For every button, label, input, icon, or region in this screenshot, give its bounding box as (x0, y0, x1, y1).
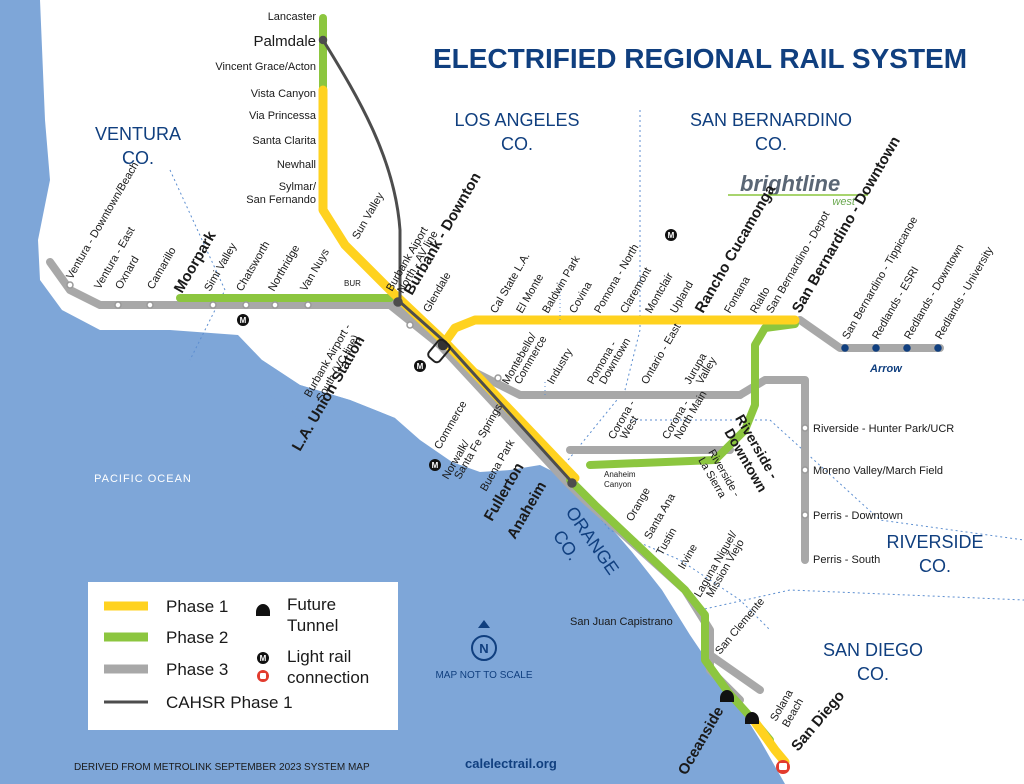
legend-tunnel-1: Future (287, 595, 336, 614)
station-newhall: Newhall (277, 159, 316, 171)
tunnel-icon (720, 690, 734, 702)
legend-phase3: Phase 3 (166, 660, 228, 679)
county-riverside: RIVERSIDE (886, 532, 983, 552)
legend-phase1: Phase 1 (166, 597, 228, 616)
legend-cahsr: CAHSR Phase 1 (166, 693, 293, 712)
legend-phase2: Phase 2 (166, 628, 228, 647)
station-sylmar-1: Sylmar/ (279, 181, 317, 193)
brightline-text: brightline (740, 171, 840, 196)
union-station-marker (427, 338, 451, 364)
svg-text:M: M (432, 461, 439, 470)
station-moreno: Moreno Valley/March Field (813, 465, 943, 477)
coast-peninsula (262, 360, 405, 455)
lightrail-icon: M (237, 314, 249, 326)
tunnel-icon (745, 712, 759, 724)
map-title: ELECTRIFIED REGIONAL RAIL SYSTEM (433, 43, 967, 74)
station-vincent: Vincent Grace/Acton (215, 61, 316, 73)
county-la: LOS ANGELES (454, 110, 579, 130)
lightrail-icon: M (414, 360, 426, 372)
ocean-label: PACIFIC OCEAN (94, 473, 192, 485)
county-ventura: VENTURA (95, 124, 181, 144)
station-perris-dt: Perris - Downtown (813, 510, 903, 522)
footer-source: DERIVED FROM METROLINK SEPTEMBER 2023 SY… (74, 762, 370, 773)
scale-note: MAP NOT TO SCALE (435, 670, 532, 681)
svg-text:M: M (260, 654, 267, 663)
av-line-labels: Lancaster Palmdale Vincent Grace/Acton V… (215, 11, 317, 206)
horizontal-station-labels: Anaheim Canyon Riverside - Hunter Park/U… (570, 423, 954, 628)
legend: Phase 1 Phase 2 Phase 3 CAHSR Phase 1 Fu… (88, 582, 398, 730)
arrow-logo: Arrow (869, 363, 903, 375)
footer-url[interactable]: calelectrail.org (465, 756, 557, 771)
county-sb-co: CO. (755, 134, 787, 154)
bur-label: BUR (344, 279, 361, 288)
station-sjc: San Juan Capistrano (570, 616, 673, 628)
svg-text:M: M (240, 316, 247, 325)
brightline-west: west (832, 196, 856, 208)
svg-text:M: M (417, 362, 424, 371)
legend-lightrail-2: connection (287, 668, 369, 687)
legend-tunnel-2: Tunnel (287, 616, 338, 635)
station-vista: Vista Canyon (251, 88, 316, 100)
station-anaheim-c-2: Canyon (604, 480, 632, 489)
station-riv-hp: Riverside - Hunter Park/UCR (813, 423, 954, 435)
trolley-icon (257, 670, 269, 682)
county-sd-co: CO. (857, 664, 889, 684)
station-perris-s: Perris - South (813, 554, 880, 566)
station-santaclarita: Santa Clarita (252, 135, 316, 147)
lightrail-icon: M (665, 229, 677, 241)
lightrail-icon: M (429, 459, 441, 471)
tunnel-icon (256, 604, 270, 616)
connectors (544, 280, 561, 395)
station-sylmar-2: San Fernando (246, 194, 316, 206)
brightline-logo: brightline west (728, 171, 868, 208)
station-dots (66, 35, 942, 519)
compass-icon: N (471, 620, 497, 661)
county-borders (169, 110, 1024, 631)
trolley-icon (776, 760, 790, 774)
compass-letter: N (479, 641, 488, 656)
station-via: Via Princessa (249, 110, 317, 122)
station-anaheim-c-1: Anaheim (604, 470, 636, 479)
legend-lightrail-1: Light rail (287, 647, 351, 666)
cahsr-line (321, 38, 572, 482)
county-la-co: CO. (501, 134, 533, 154)
svg-text:M: M (668, 231, 675, 240)
lightrail-icon: M (257, 652, 269, 664)
county-sd: SAN DIEGO (823, 640, 923, 660)
county-sb: SAN BERNARDINO (690, 110, 852, 130)
county-ventura-co: CO. (122, 148, 154, 168)
county-riverside-co: CO. (919, 556, 951, 576)
station-lancaster: Lancaster (268, 11, 317, 23)
station-palmdale: Palmdale (253, 33, 316, 50)
